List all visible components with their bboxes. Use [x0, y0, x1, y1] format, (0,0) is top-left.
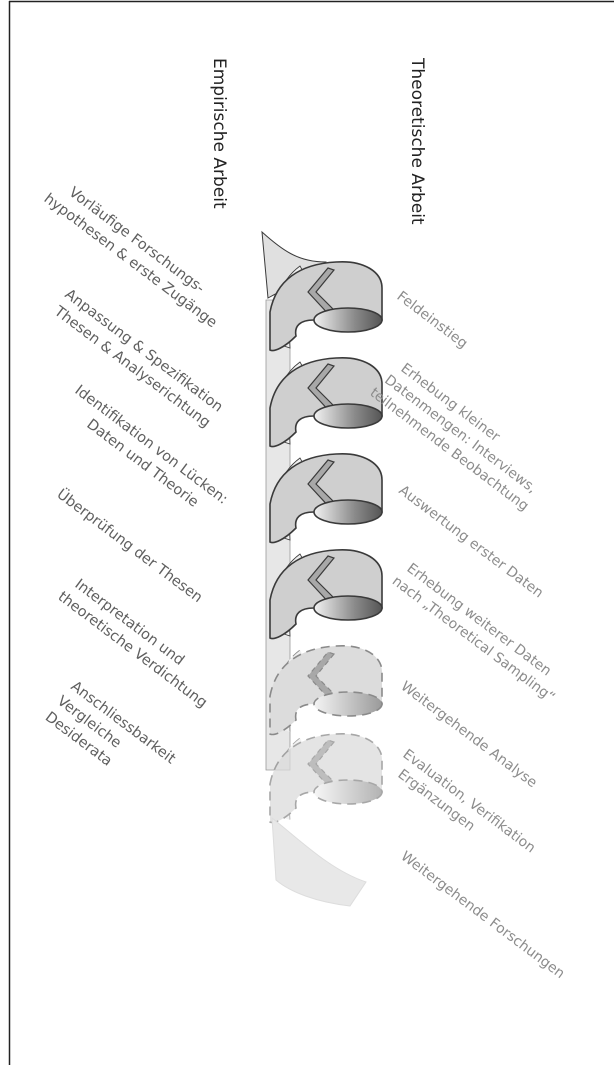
coil-base-ellipse: [313, 403, 383, 429]
empirical-heading: Empirische Arbeit: [209, 58, 229, 209]
spiral-coil-3: [269, 453, 383, 544]
spiral: [261, 230, 383, 907]
coil-base-ellipse: [313, 691, 383, 717]
theoretical-heading: Theoretische Arbeit: [407, 57, 427, 225]
ribbon-end: [271, 816, 367, 907]
left-step-1-line-1: Vorläufige Forschungs-: [66, 184, 208, 296]
spiral-coil-6: [269, 733, 383, 824]
coils-solid: [269, 261, 383, 640]
left-step-2-line-2: Thesen & Analyserichtung: [50, 303, 213, 431]
left-step-6: Anschliessbarkeit Vergleiche Desiderata: [42, 677, 182, 802]
right-labels: Feldeinstieg Erhebung kleiner Datenmenge…: [367, 288, 569, 982]
right-step-2-line-2: Datenmengen: Interviews,: [381, 372, 539, 497]
coil-base-ellipse: [313, 499, 383, 525]
right-step-7-line-1: Weitergehende Forschungen: [398, 848, 568, 982]
left-labels: Vorläufige Forschungs- hypothesen & erst…: [41, 175, 232, 802]
spiral-coil-1: [269, 261, 383, 352]
left-step-1: Vorläufige Forschungs- hypothesen & erst…: [41, 175, 232, 331]
coil-base-ellipse: [313, 595, 383, 621]
right-step-5-line-1: Weitergehende Analyse: [398, 678, 540, 791]
coil-base-ellipse: [313, 307, 383, 333]
coils-dashed: [269, 645, 383, 824]
right-step-4: Erhebung weiterer Daten nach „Theoretica…: [389, 558, 569, 706]
coil-base-ellipse: [313, 779, 383, 805]
spiral-coil-2: [269, 357, 383, 448]
spiral-coil-4: [269, 549, 383, 640]
spiral-coil-5: [269, 645, 383, 736]
right-step-7: Weitergehende Forschungen: [398, 848, 568, 982]
right-step-2: Erhebung kleiner Datenmengen: Interviews…: [367, 354, 555, 514]
right-step-1: Feldeinstieg: [394, 288, 471, 351]
right-step-5: Weitergehende Analyse: [398, 678, 540, 791]
right-step-1-line-1: Feldeinstieg: [394, 288, 471, 351]
